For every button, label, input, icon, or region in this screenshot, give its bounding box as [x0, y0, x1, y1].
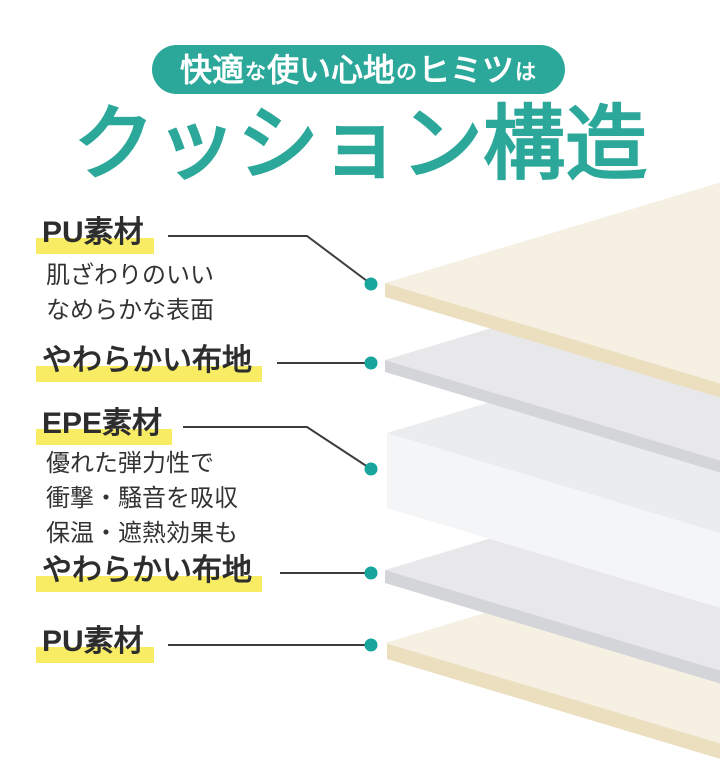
leader-line-epe [183, 426, 372, 470]
desc-line: 肌ざわりのいい [46, 262, 214, 289]
label-fabric-bottom-text: やわらかい布地 [36, 554, 262, 592]
dot-fabric-bottom [364, 566, 378, 580]
dot-epe [364, 462, 378, 476]
desc-line: なめらかな表面 [46, 297, 214, 324]
sheet-pu-top-front-face [385, 283, 720, 398]
badge-text-segment: ヒミツ [418, 51, 515, 88]
badge-text-segment: の [396, 61, 417, 84]
label-epe: EPE素材 [36, 406, 173, 445]
badge-text-segment: は [515, 61, 537, 84]
sheet-pu-bottom-front-face [387, 643, 720, 759]
label-pu-bottom-text: PU素材 [36, 625, 154, 663]
leader-line-pu-top [168, 235, 372, 285]
badge-text-segment: な [244, 61, 266, 84]
label-pu-top-text: PU素材 [36, 216, 154, 254]
desc-epe: 優れた弾力性で 衝撃・騒音を吸収 保温・遮熱効果も [46, 446, 238, 551]
leader-dots [364, 277, 378, 652]
desc-line: 優れた弾力性で [46, 450, 214, 477]
dot-fabric-top [364, 356, 378, 370]
label-fabric-top: やわらかい布地 [36, 343, 262, 382]
dot-pu-bottom [364, 638, 378, 652]
badge-text-segment: 使い心地 [266, 51, 395, 88]
label-pu-top: PU素材 [36, 215, 154, 254]
page-title: クッション構造 [72, 99, 647, 190]
sheet-fabric-bottom-front-face [385, 570, 720, 684]
header-badge: 快適 な 使い心地 の ヒミツ は [152, 45, 565, 94]
sheet-fabric-top-front-face [385, 360, 720, 473]
label-fabric-bottom: やわらかい布地 [36, 553, 262, 592]
sheet-epe-front-face [387, 433, 720, 608]
label-fabric-top-text: やわらかい布地 [36, 344, 262, 382]
desc-line: 衝撃・騒音を吸収 [46, 485, 238, 512]
sheet-pu-top-top-face [385, 182, 720, 384]
dot-pu-top [364, 277, 378, 291]
badge-text-segment: 快適 [179, 51, 244, 88]
desc-pu-top: 肌ざわりのいい なめらかな表面 [46, 258, 214, 328]
sheet-pu-top [385, 182, 720, 398]
label-epe-text: EPE素材 [36, 407, 173, 445]
label-pu-bottom: PU素材 [36, 624, 154, 663]
desc-line: 保温・遮熱効果も [46, 520, 238, 547]
